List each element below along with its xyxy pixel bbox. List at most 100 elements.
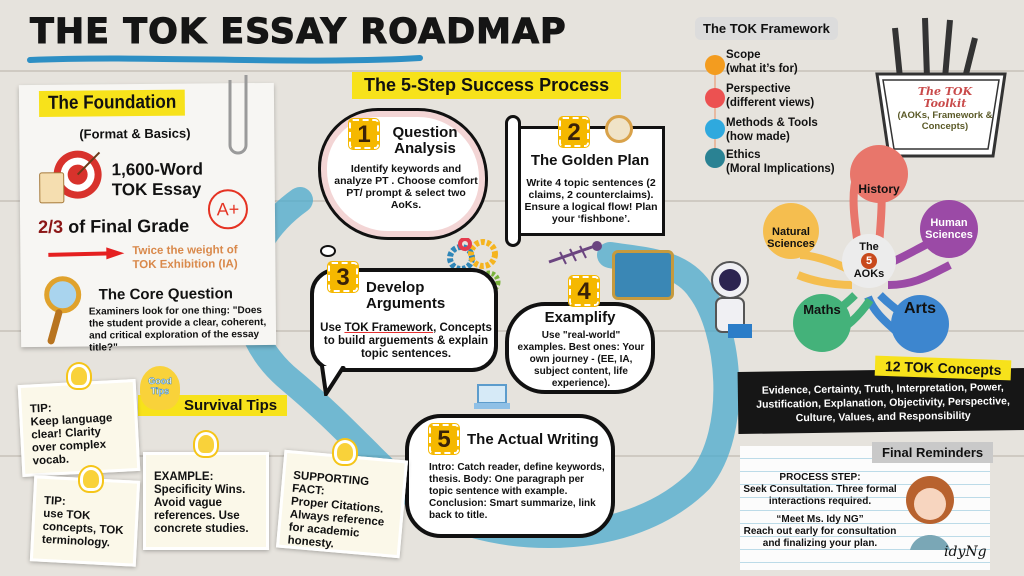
lightbulb-icon — [80, 467, 102, 491]
step-text: Intro: Catch reader, define keywords, th… — [429, 462, 605, 521]
target-icon — [39, 150, 102, 204]
step-title: Question Analysis — [392, 124, 458, 157]
framework-label: The TOK Framework — [695, 17, 838, 40]
core-question-text: Examiners look for one thing: "Does the … — [88, 305, 267, 354]
step-number: 1 — [348, 118, 380, 150]
teacher-avatar — [906, 476, 954, 550]
step-4-card: 4 Examplify Use "real-world" examples. B… — [505, 275, 655, 394]
tip-head: EXAMPLE: — [154, 471, 214, 483]
foundation-label: The Foundation — [38, 89, 186, 117]
step-number: 2 — [558, 116, 590, 148]
aok-natural-sciences: Natural Sciences — [763, 203, 819, 259]
good-tips-badge: Good Tips — [140, 366, 180, 410]
step-title: The Golden Plan — [530, 152, 650, 169]
magnifier-icon — [44, 276, 82, 345]
step-number: 4 — [568, 275, 600, 307]
framework-item-name: Perspective — [726, 83, 791, 95]
grade-fraction: 2/3 — [38, 216, 64, 237]
toolkit-title: The TOK — [917, 85, 973, 98]
tip-card: EXAMPLE:Specificity Wins. Avoid vague re… — [143, 452, 269, 550]
grade-badge: A+ — [207, 189, 249, 230]
word-count-line: TOK Essay — [111, 179, 202, 200]
process-step-text: Seek Consultation. Three formal interact… — [743, 484, 897, 507]
process-label: The 5-Step Success Process — [352, 72, 622, 99]
tip-card: SUPPORTING FACT:Proper Citations. Always… — [275, 449, 409, 559]
step-text: Write 4 topic sentences (2 claims, 2 cou… — [524, 177, 658, 225]
framework-item-name: Methods & Tools — [726, 117, 818, 129]
treasure-chest-icon — [612, 250, 674, 300]
lightbulb-icon — [334, 440, 356, 464]
framework-item-name: Ethics — [726, 149, 761, 161]
step-text-part: , Concepts to build arguements & explain… — [323, 322, 492, 360]
lightbulb-icon — [68, 364, 90, 388]
step-1-card: 1 Question Analysis Identify keywords an… — [318, 108, 488, 240]
aok-maths: Maths — [793, 294, 851, 352]
scope-dot — [705, 55, 725, 75]
reminders-text: PROCESS STEP: Seek Consultation. Three f… — [740, 472, 900, 550]
methods-dot — [705, 119, 725, 139]
reminders-label: Final Reminders — [872, 442, 994, 463]
weight-line: TOK Exhibition (IA) — [132, 258, 238, 272]
step-5-card: 5 The Actual Writing Intro: Catch reader… — [405, 414, 615, 538]
signature: idyNg — [944, 544, 987, 560]
toolkit-title: Toolkit — [923, 97, 967, 110]
framework-item-desc: (what it’s for) — [726, 63, 798, 75]
grade-weight: 2/3 of Final Grade — [38, 216, 189, 238]
core-question-title: The Core Question — [98, 285, 233, 304]
foundation-subtitle: (Format & Basics) — [79, 125, 191, 142]
plank-line — [0, 70, 1024, 72]
framework-item-desc: (Moral Implications) — [726, 163, 835, 175]
fishbone-icon — [548, 241, 602, 265]
tip-text: Specificity Wins. Avoid vague references… — [154, 484, 249, 535]
framework-item-scope: Scope(what it’s for) — [726, 48, 798, 76]
step-text: Use "real-world" examples. Best ones: Yo… — [517, 330, 645, 389]
aok-human-sciences: Human Sciences — [920, 200, 978, 258]
toolkit-subtitle: (AOKs, Framework & Concepts) — [897, 110, 993, 132]
step-number: 3 — [327, 261, 359, 293]
toolbox-icon — [875, 17, 1007, 158]
page-title: THE TOK ESSAY ROADMAP — [30, 12, 567, 53]
step-title: Examplify — [544, 309, 616, 326]
word-count-line: 1,600-Word — [111, 159, 204, 180]
aok-history: History — [850, 145, 908, 203]
framework-item-ethics: Ethics (Moral Implications) — [726, 148, 835, 176]
thought-dot — [320, 245, 336, 257]
tok-framework-reference: TOK Framework — [344, 322, 434, 334]
step-number: 5 — [428, 423, 460, 455]
aok-center: The 5 AOKs — [842, 234, 896, 288]
weight-line: Twice the weight of — [132, 244, 238, 258]
tip-text: Proper Citations. Always reference for a… — [287, 495, 385, 551]
aok-center-text: AOKs — [853, 268, 885, 280]
step-text: Use TOK Framework, Concepts to build arg… — [318, 322, 494, 361]
framework-item-methods: Methods & Tools (how made) — [726, 116, 818, 144]
tip-head: TIP: — [29, 402, 52, 416]
step-text: Identify keywords and analyze PT . Choos… — [334, 163, 478, 211]
tip-head: TIP: — [43, 494, 67, 508]
tip-head: SUPPORTING FACT: — [291, 469, 370, 498]
meet-label: “Meet Ms. Idy NG” — [776, 514, 864, 525]
aok-count-badge: 5 — [861, 253, 877, 269]
foundation-card: The Foundation (Format & Basics) 1,600-W… — [18, 82, 277, 354]
step-3-card: 3 Develop Arguments Use TOK Framework, C… — [310, 261, 498, 372]
astronaut-icon — [711, 261, 752, 338]
paperclip-icon — [228, 75, 248, 155]
tip-text: Keep language clear! Clarity over comple… — [30, 412, 113, 468]
step-title: The Actual Writing — [467, 431, 599, 448]
perspective-dot — [705, 88, 725, 108]
tip-text: use TOK concepts, TOK terminology. — [41, 507, 124, 550]
aok-center-text: The — [859, 241, 879, 253]
arrow-right-icon — [48, 247, 125, 260]
scroll-roll — [505, 115, 521, 247]
compass-icon — [605, 115, 633, 143]
framework-item-desc: (different views) — [726, 97, 815, 109]
meet-text: Reach out early for consultation and fin… — [743, 526, 897, 549]
framework-item-desc: (how made) — [726, 131, 790, 143]
process-step-label: PROCESS STEP: — [779, 472, 861, 483]
step-2-card: 2 The Golden Plan Write 4 topic sentence… — [515, 115, 665, 236]
concepts-list: Evidence, Certainty, Truth, Interpretati… — [756, 381, 1010, 425]
ethics-dot — [705, 148, 725, 168]
aok-arts: Arts — [891, 295, 949, 353]
